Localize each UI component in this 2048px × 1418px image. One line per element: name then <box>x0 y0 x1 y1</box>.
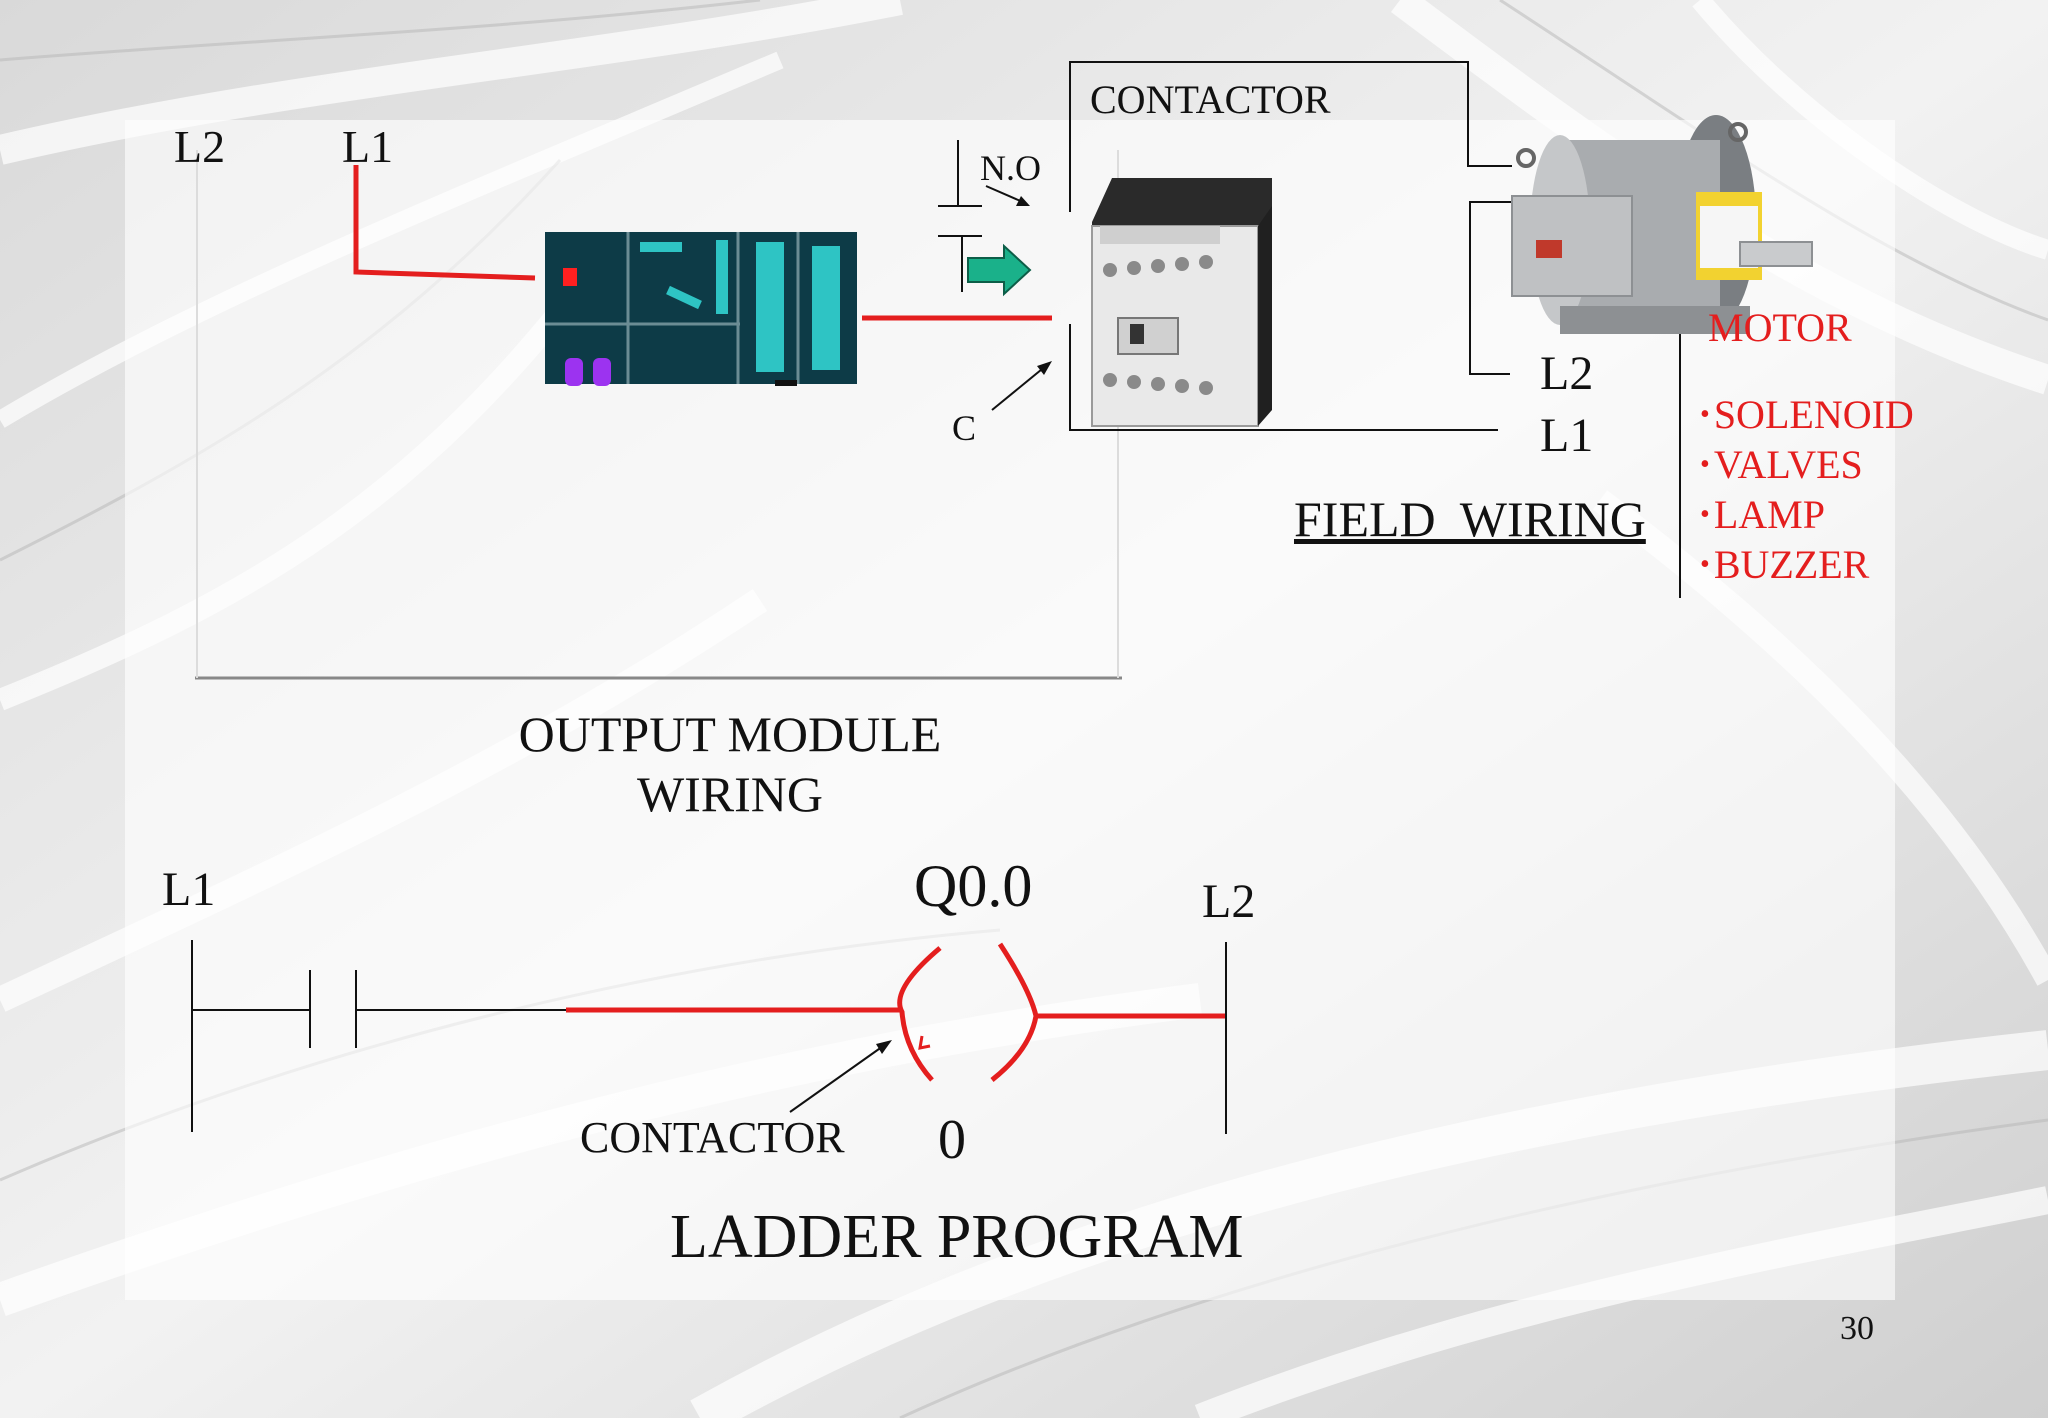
load-buzzer: BUZZER <box>1700 545 1914 595</box>
ladder-contactor-arrow <box>789 1043 887 1113</box>
load-lamp: LAMP <box>1700 495 1914 545</box>
load-solenoid: SOLENOID <box>1700 395 1914 445</box>
field-l1-label: L1 <box>1540 409 1594 462</box>
contactor-label: CONTACTOR <box>1090 77 1331 122</box>
l1-red-wire <box>353 165 536 281</box>
contactor-box-line <box>1069 61 1512 212</box>
no-pointer-arrow <box>985 185 1026 204</box>
motor-l2-line <box>1469 201 1512 375</box>
ladder-l1-label: L1 <box>162 863 216 916</box>
ladder-program-title: LADDER PROGRAM <box>670 1203 1244 1271</box>
ladder-zero-label: 0 <box>938 1109 966 1171</box>
loads-list: SOLENOID VALVES LAMP BUZZER <box>1700 395 1914 595</box>
green-arrow-icon <box>967 243 1032 297</box>
contactor-graphic <box>1091 178 1272 427</box>
c-label: C <box>952 408 977 448</box>
output-module-label: OUTPUT MODULE WIRING <box>460 704 1000 824</box>
output-module-line1: OUTPUT MODULE <box>518 706 942 762</box>
ladder-address-label: Q0.0 <box>914 853 1033 919</box>
top-l1-label: L1 <box>342 121 394 172</box>
load-valves: VALVES <box>1700 445 1914 495</box>
plc-module-graphic <box>545 232 857 386</box>
coil-right-arc <box>990 942 1039 1082</box>
field-l2-label: L2 <box>1540 347 1594 400</box>
c-pointer-arrow <box>991 364 1048 411</box>
ladder-contactor-label: CONTACTOR <box>580 1113 845 1162</box>
field-wiring-label: FIELD WIRING <box>1294 491 1646 547</box>
motor-label: MOTOR <box>1708 305 1852 350</box>
motor-graphic <box>1511 115 1813 334</box>
coil-left-arc <box>897 946 942 1082</box>
ladder-l2-label: L2 <box>1202 875 1256 928</box>
page-number: 30 <box>1840 1310 1874 1347</box>
output-module-line2: WIRING <box>636 766 824 822</box>
top-l2-label: L2 <box>174 121 226 172</box>
no-label: N.O <box>980 148 1041 188</box>
contactor-c-line <box>1069 324 1498 431</box>
